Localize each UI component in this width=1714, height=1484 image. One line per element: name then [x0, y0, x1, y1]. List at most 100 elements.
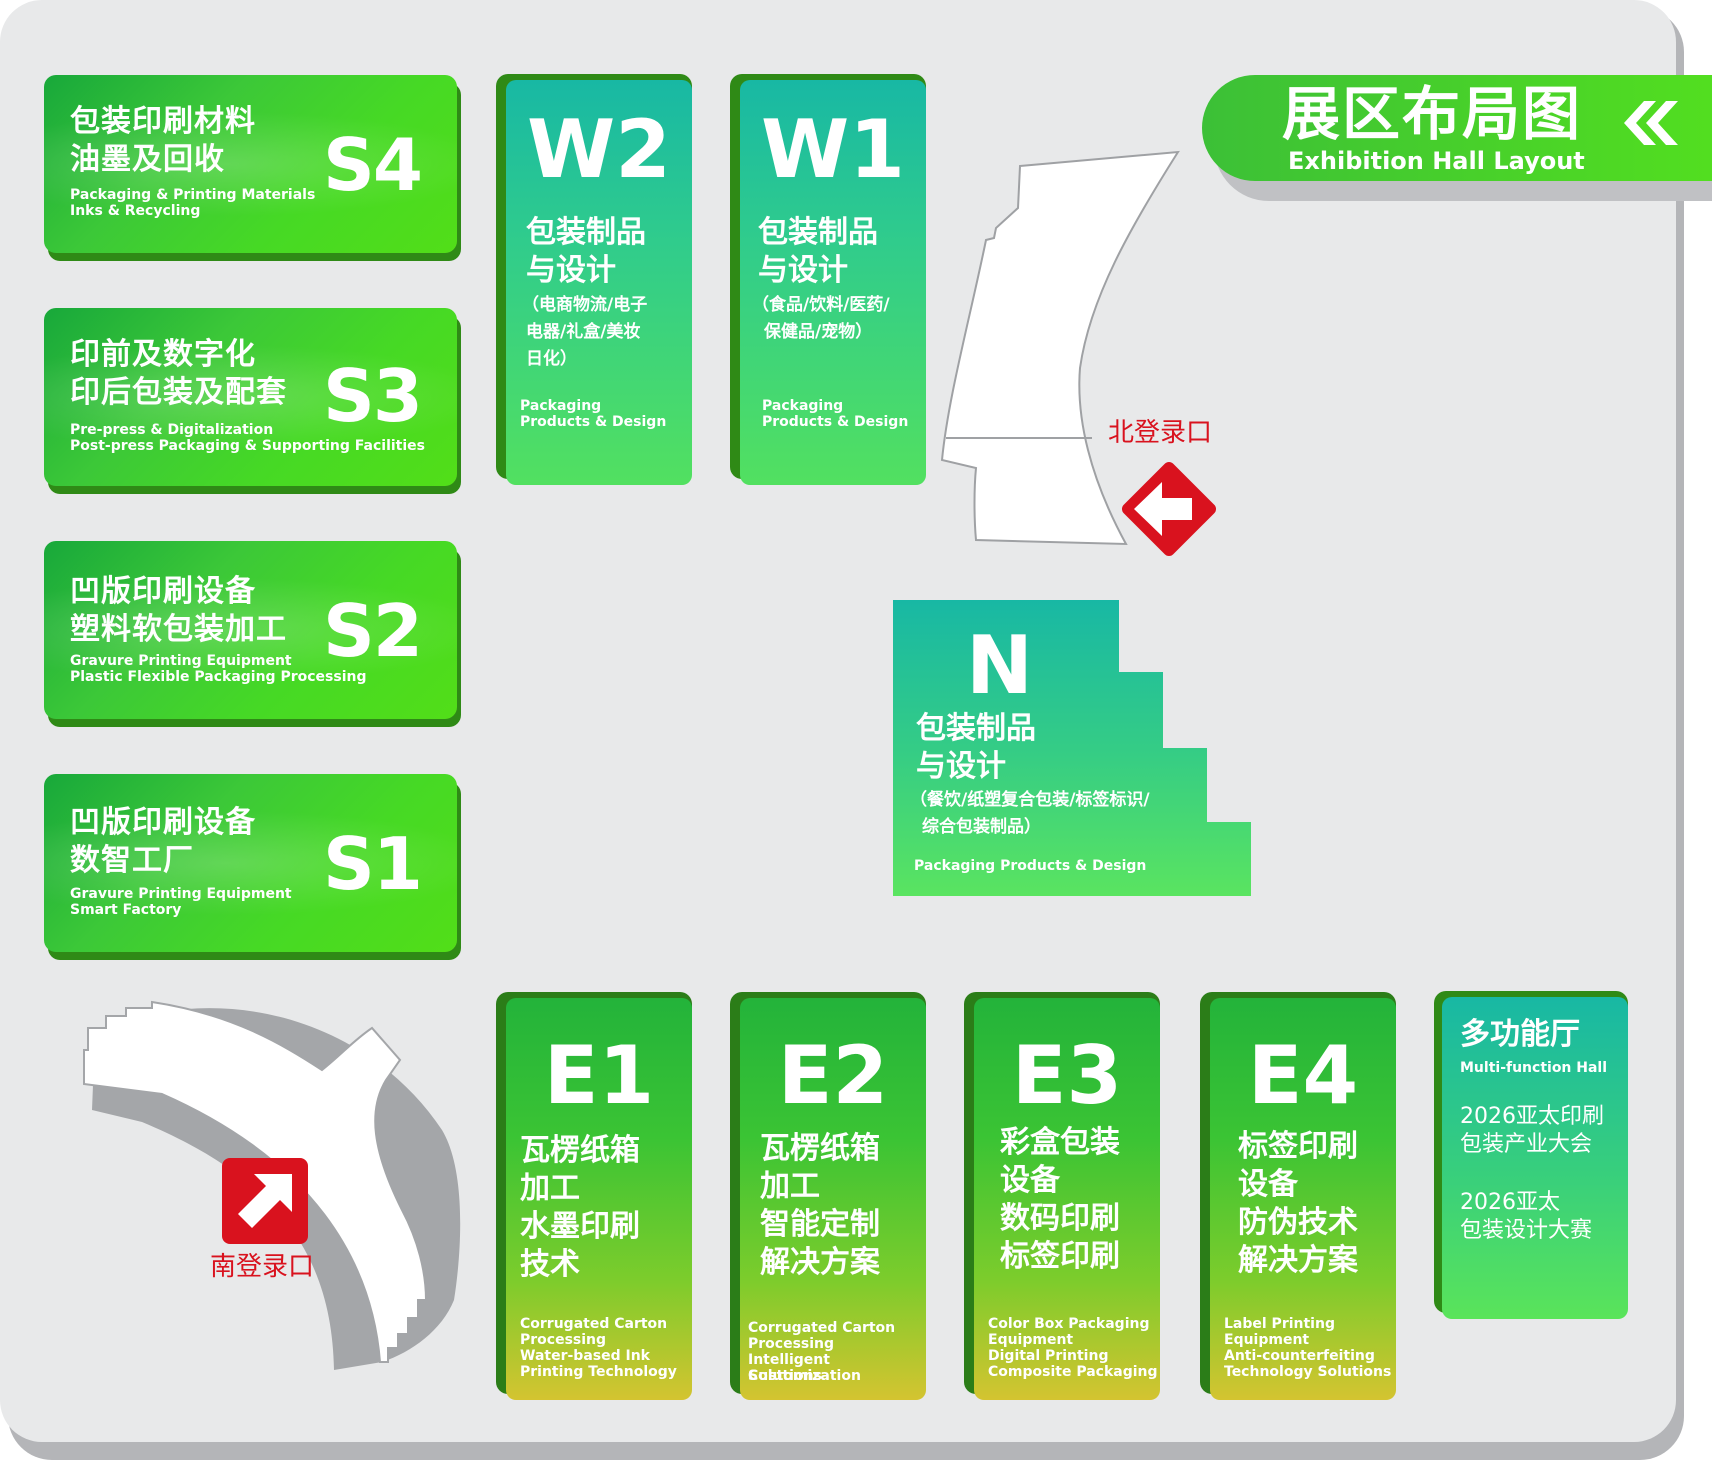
hall-e3[interactable]: E3 彩盒包装 设备 数码印刷 标签印刷 Color Box Packaging…: [964, 992, 1160, 1400]
hall-e1[interactable]: E1 瓦楞纸箱 加工 水墨印刷 技术 Corrugated Carton Pro…: [496, 992, 692, 1400]
hall-en-line1: Packaging: [762, 398, 844, 414]
event2-line2: 包装设计大赛: [1460, 1218, 1593, 1243]
event1-line1: 2026亚太印刷: [1460, 1104, 1604, 1129]
hall-cn-line1: 包装制品: [758, 215, 878, 250]
hall-sub-line1: （电商物流/电子: [522, 295, 648, 315]
hall-en-line2: Equipment: [988, 1332, 1074, 1348]
hall-cn-line1: 包装制品: [526, 215, 646, 250]
hall-en-line1: Pre-press & Digitalization: [70, 422, 274, 438]
hall-en-line1: Corrugated Carton: [748, 1320, 896, 1336]
hall-cn-line1: 瓦楞纸箱: [760, 1131, 880, 1166]
hall-face: [44, 541, 457, 719]
hall-cn-line2: 与设计: [526, 253, 616, 288]
multifunction-en: Multi-function Hall: [1460, 1060, 1608, 1076]
hall-w2[interactable]: W2 包装制品 与设计 （电商物流/电子 电器/礼盒/美妆 日化） Packag…: [496, 74, 692, 485]
hall-cn-line1: 标签印刷: [1238, 1129, 1358, 1164]
hall-en-line3: Digital Printing: [988, 1348, 1109, 1364]
hall-n-shape[interactable]: [893, 600, 1256, 898]
hall-sub-line1: （食品/饮料/医药/: [752, 295, 890, 315]
arrow-left-icon[interactable]: [1112, 452, 1226, 566]
hall-face: [506, 80, 692, 485]
hall-n-en: Packaging Products & Design: [914, 858, 1147, 874]
hall-cn-line1: 印前及数字化: [70, 337, 256, 372]
hall-cn-line2: 数智工厂: [70, 843, 194, 878]
hall-cn-line3: 数码印刷: [1000, 1201, 1120, 1236]
multifunction-hall[interactable]: 多功能厅 Multi-function Hall 2026亚太印刷 包装产业大会…: [1434, 991, 1628, 1319]
hall-face: [44, 75, 457, 253]
hall-en-line2: Plastic Flexible Packaging Processing: [70, 669, 367, 685]
title-banner: 展区布局图 Exhibition Hall Layout: [1202, 75, 1712, 201]
hall-face: [974, 998, 1160, 1400]
hall-code: S1: [323, 822, 423, 906]
hall-n-cn-line1: 包装制品: [916, 711, 1036, 746]
hall-code: S4: [323, 123, 423, 207]
hall-s4[interactable]: 包装印刷材料 油墨及回收 Packaging & Printing Materi…: [44, 75, 461, 261]
hall-cn-line3: 防伪技术: [1238, 1205, 1358, 1240]
hall-en-line4: Composite Packaging: [988, 1364, 1158, 1380]
hall-n-sub-line2: 综合包装制品）: [922, 817, 1041, 837]
hall-cn-line1: 包装印刷材料: [70, 104, 256, 139]
hall-code: S2: [323, 589, 423, 673]
hall-cn-line3: 水墨印刷: [520, 1209, 640, 1244]
hall-en-line2: Processing: [520, 1332, 607, 1348]
hall-cn-line2: 油墨及回收: [70, 142, 225, 177]
hall-n-cn-line2: 与设计: [916, 749, 1006, 784]
hall-en-line2: Products & Design: [762, 414, 909, 430]
hall-en-line4: Technology Solutions: [1224, 1364, 1392, 1380]
hall-en-line1: Packaging & Printing Materials: [70, 187, 316, 203]
hall-code: W1: [761, 103, 905, 196]
hall-face: [740, 998, 926, 1400]
hall-cn-line1: 凹版印刷设备: [70, 805, 256, 840]
hall-face: [740, 80, 926, 485]
hall-code: S3: [323, 354, 423, 438]
map-title-cn: 展区布局图: [1282, 80, 1583, 148]
hall-en-line2: Inks & Recycling: [70, 203, 201, 219]
hall-s2[interactable]: 凹版印刷设备 塑料软包装加工 Gravure Printing Equipmen…: [44, 541, 461, 727]
hall-e4[interactable]: E4 标签印刷 设备 防伪技术 解决方案 Label Printing Equi…: [1200, 992, 1396, 1400]
hall-en-line2: Post-press Packaging & Supporting Facili…: [70, 438, 426, 454]
event2-line1: 2026亚太: [1460, 1190, 1560, 1215]
hall-en-line2: Equipment: [1224, 1332, 1310, 1348]
hall-face: [44, 308, 457, 486]
hall-cn-line2: 印后包装及配套: [70, 375, 287, 410]
hall-sub-line2: 保健品/宠物）: [764, 322, 873, 342]
hall-s3[interactable]: 印前及数字化 印后包装及配套 Pre-press & Digitalizatio…: [44, 308, 461, 494]
hall-sub-line3: 日化）: [526, 349, 577, 369]
hall-en-line1: Corrugated Carton: [520, 1316, 668, 1332]
hall-code: E3: [1011, 1029, 1123, 1122]
hall-face: [1210, 998, 1396, 1400]
hall-cn-line1: 凹版印刷设备: [70, 574, 256, 609]
hall-cn-line2: 设备: [1238, 1167, 1298, 1202]
hall-s1[interactable]: 凹版印刷设备 数智工厂 Gravure Printing Equipment S…: [44, 774, 461, 960]
hall-en-line3: Anti-counterfeiting: [1224, 1348, 1375, 1364]
hall-en-line1: Packaging: [520, 398, 602, 414]
multifunction-cn: 多功能厅: [1460, 1017, 1580, 1052]
hall-en-line2: Smart Factory: [70, 902, 182, 918]
hall-cn-line4: 标签印刷: [1000, 1239, 1120, 1274]
hall-en-line1: Gravure Printing Equipment: [70, 653, 292, 669]
hall-face: [1442, 997, 1628, 1319]
hall-w1[interactable]: W1 包装制品 与设计 （食品/饮料/医药/ 保健品/宠物） Packaging…: [730, 74, 926, 485]
hall-e2[interactable]: E2 瓦楞纸箱 加工 智能定制 解决方案 Corrugated Carton P…: [730, 992, 926, 1400]
double-chevron-left-icon: [1624, 101, 1678, 145]
hall-en-line4: Solutions: [748, 1368, 822, 1384]
hall-cn-line2: 塑料软包装加工: [70, 612, 287, 647]
map-title-en: Exhibition Hall Layout: [1288, 147, 1585, 175]
hall-n-code: N: [966, 619, 1033, 712]
hall-cn-line1: 彩盒包装: [1000, 1125, 1120, 1160]
arrow-up-right-icon[interactable]: [222, 1158, 308, 1244]
hall-face: [44, 774, 457, 952]
hall-en-line4: Printing Technology: [520, 1364, 677, 1380]
hall-en-line1: Color Box Packaging: [988, 1316, 1150, 1332]
hall-en-line3: Intelligent Customization: [748, 1352, 861, 1384]
hall-cn-line3: 智能定制: [760, 1207, 880, 1242]
north-entry-label: 北登录口: [1108, 418, 1213, 448]
hall-en-line1: Gravure Printing Equipment: [70, 886, 292, 902]
hall-code: E2: [777, 1029, 889, 1122]
hall-en-line3: Water-based Ink: [520, 1348, 650, 1364]
hall-cn-line2: 加工: [520, 1171, 580, 1206]
hall-code: E1: [543, 1029, 655, 1122]
hall-face: [506, 998, 692, 1400]
hall-en-line1: Label Printing: [1224, 1316, 1335, 1332]
hall-cn-line2: 加工: [760, 1169, 820, 1204]
